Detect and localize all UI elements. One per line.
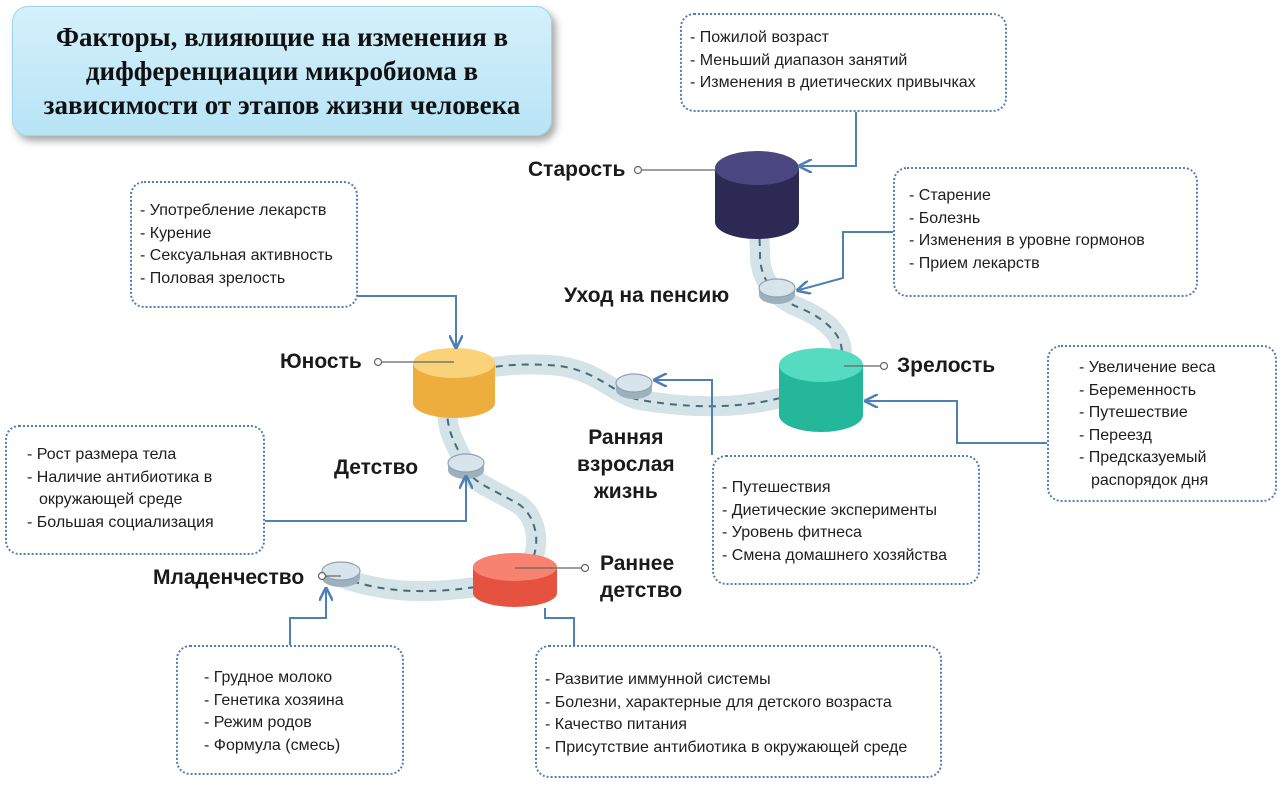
factor-item: Генетика хозяина [204, 690, 394, 713]
factors-box-early-childhood: Развитие иммунной системы Болезни, харак… [535, 645, 942, 778]
factors-box-childhood: Рост размера тела Наличие антибиотика в … [5, 425, 265, 555]
maturity-cylinder [779, 348, 863, 432]
stage-label-childhood: Детство [334, 456, 419, 479]
stage-label-early-childhood: Раннее детство [600, 552, 683, 602]
factor-item: Болезни, характерные для детского возрас… [545, 692, 932, 715]
factor-item: Меньший диапазон занятий [690, 50, 997, 73]
factor-item: Развитие иммунной системы [545, 669, 932, 692]
stage-label-maturity: Зрелость [897, 354, 996, 377]
factor-item: Предсказуемый распорядок дня [1079, 447, 1267, 492]
youth-cylinder [413, 348, 495, 418]
retirement-disk [758, 278, 796, 304]
factor-item: Изменения в диетических привычках [690, 72, 997, 95]
factor-item: Большая социализация [27, 512, 255, 535]
factor-item: Старение [909, 185, 1188, 208]
stage-label-youth: Юность [280, 350, 362, 373]
factor-item: Грудное молоко [204, 667, 394, 690]
stage-label-early-adulthood: Ранняя взрослая жизнь [577, 426, 675, 503]
factor-item: Употребление лекарств [140, 200, 348, 223]
factor-item: Режим родов [204, 712, 394, 735]
childhood-disk [447, 453, 485, 479]
infancy-disk [321, 561, 361, 587]
factor-item: Качество питания [545, 714, 932, 737]
diagram-title: Факторы, влияющие на изменения в диффере… [43, 22, 521, 120]
factor-item: Увеличение веса [1079, 357, 1267, 380]
lifecycle-path-dashes [339, 191, 843, 593]
factor-item: Смена домашнего хозяйства [722, 545, 970, 568]
early-adulthood-disk [615, 373, 653, 399]
factors-box-retirement: Старение Болезнь Изменения в уровне горм… [893, 167, 1198, 297]
stage-label-infancy: Младенчество [153, 566, 305, 589]
factor-item: Путешествие [1079, 402, 1267, 425]
stage-label-retirement: Уход на пенсию [564, 284, 730, 307]
factor-item: Присутствие антибиотика в окружающей сре… [545, 737, 932, 760]
factor-item: Переезд [1079, 425, 1267, 448]
factors-box-youth: Употребление лекарств Курение Сексуальна… [130, 181, 358, 308]
factor-item: Наличие антибиотика в окружающей среде [27, 467, 255, 512]
factor-item: Уровень фитнеса [722, 522, 970, 545]
factor-item: Курение [140, 223, 348, 246]
factors-box-early-adulthood: Путешествия Диетические эксперименты Уро… [712, 455, 980, 585]
label-pins [317, 165, 889, 581]
factor-item: Беременность [1079, 380, 1267, 403]
factor-item: Рост размера тела [27, 444, 255, 467]
factors-box-maturity: Увеличение веса Беременность Путешествие… [1047, 345, 1277, 502]
title-box: Факторы, влияющие на изменения в диффере… [12, 6, 552, 136]
factor-item: Сексуальная активность [140, 245, 348, 268]
factor-item: Прием лекарств [909, 253, 1188, 276]
factor-item: Формула (смесь) [204, 735, 394, 758]
factor-item: Пожилой возраст [690, 27, 997, 50]
factors-box-infancy: Грудное молоко Генетика хозяина Режим ро… [176, 645, 404, 775]
factor-item: Диетические эксперименты [722, 500, 970, 523]
factor-item: Половая зрелость [140, 268, 348, 291]
connector-arrows [265, 112, 1048, 645]
stage-label-old-age: Старость [528, 158, 626, 181]
old-age-cylinder [715, 151, 799, 239]
early-childhood-cylinder [473, 553, 557, 607]
factor-item: Болезнь [909, 208, 1188, 231]
factor-item: Путешествия [722, 477, 970, 500]
factors-box-old-age: Пожилой возраст Меньший диапазон занятий… [680, 13, 1007, 112]
factor-item: Изменения в уровне гормонов [909, 230, 1188, 253]
